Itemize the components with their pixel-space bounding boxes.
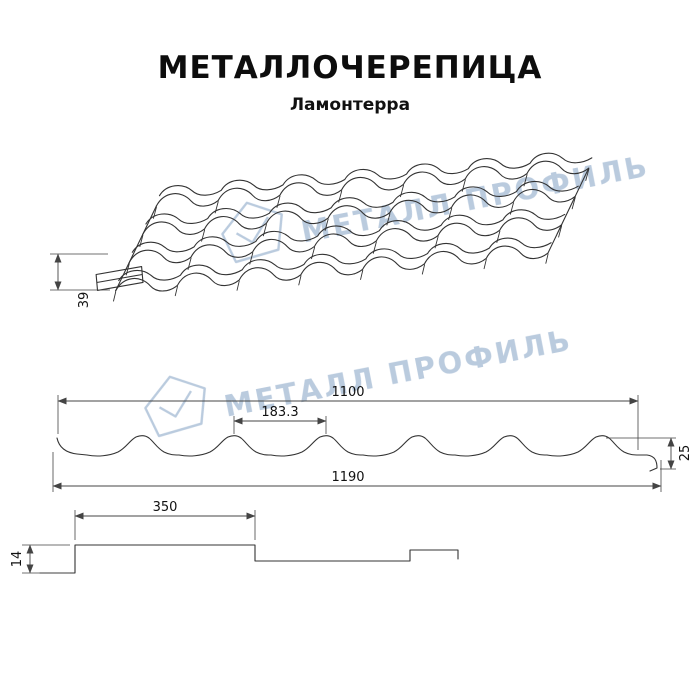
dim-label-overall-width: 1190 [331,470,364,485]
dimension-14: 14 [10,544,70,574]
dimension-1190: 1190 [52,452,662,492]
dimension-39: 39 [50,253,110,309]
roof-rake-edges [115,167,590,292]
dim-label-module-length: 350 [153,500,178,515]
dimension-25: 25 [606,437,693,470]
metall-profil-logo-icon [221,201,283,264]
dim-label-profile-height: 25 [678,445,693,462]
watermark-text: МЕТАЛЛ ПРОФИЛЬ [298,149,652,250]
roof-row-edge [115,245,549,292]
module-step-line [39,544,459,574]
roof-step-ticks [113,168,590,302]
watermarks: МЕТАЛЛ ПРОФИЛЬ МЕТАЛЛ ПРОФИЛЬ [144,149,652,438]
metall-profil-logo-icon [144,375,206,438]
roof-row-ridge [158,152,593,197]
roof-row-edge [128,217,563,264]
dim-label-wave-pitch: 183.3 [261,405,298,420]
roof-perspective-drawing: 39 [50,152,593,309]
eave-strip [95,265,144,292]
watermark-2: МЕТАЛЛ ПРОФИЛЬ [144,323,575,438]
roof-row-edge [155,160,590,207]
watermark-1: МЕТАЛЛ ПРОФИЛЬ [221,149,652,264]
roof-row-edge [142,189,576,235]
dim-label-step-height: 14 [10,551,25,568]
dim-label-cover-width: 1100 [331,385,364,400]
dimension-350: 350 [74,500,256,540]
dimension-183-3: 183.3 [233,405,327,434]
cross-profile-drawing: 1100 183.3 25 1190 [52,385,693,492]
dim-label-eave-step: 39 [77,292,92,309]
module-profile-drawing: 350 14 [10,500,459,574]
profile-wave-line [56,435,658,472]
page-subtitle: Ламонтерра [289,95,411,115]
page-title: МЕТАЛЛОЧЕРЕПИЦА [157,50,543,86]
dimension-1100: 1100 [57,385,639,450]
